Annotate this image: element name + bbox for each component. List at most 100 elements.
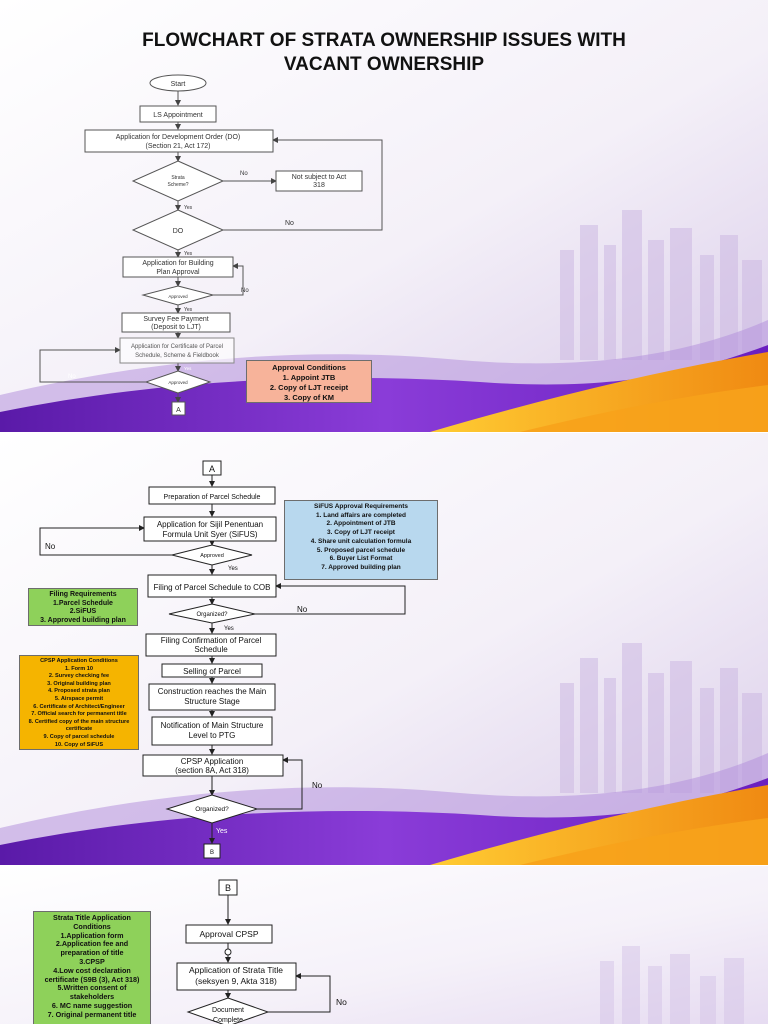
parcel-yes-label: Yes	[184, 366, 192, 371]
flowchart-part-3: B Approval CPSP Application of Strata Ti…	[176, 879, 347, 1024]
survey-fee-label-2: (Deposit to LJT)	[151, 324, 201, 331]
filing-requirement-item: 3. Approved building plan	[40, 616, 126, 624]
strata-condition-item: 5.Written consent of	[57, 983, 127, 993]
parcel-cert-label-2: Schedule, Scheme & Fieldbook	[135, 353, 220, 359]
filing-confirmation-label-2: Schedule	[194, 645, 228, 654]
approval-conditions-heading: Approval Conditions	[272, 363, 346, 372]
construction-label-2: Structure Stage	[184, 697, 240, 706]
parcel-no-label: No	[68, 374, 76, 380]
notification-label-2: Level to PTG	[189, 731, 236, 740]
bp-no-label: No	[241, 288, 249, 294]
sifus-requirements-box: SiFUS Approval Requirements 1. Land affa…	[284, 500, 438, 580]
filing-organized-decision	[168, 603, 256, 624]
sifus-no-label: No	[45, 542, 56, 551]
notification-box	[151, 716, 273, 746]
approval-condition-item: 1. Appoint JTB	[282, 373, 336, 382]
slide-2-background	[0, 433, 768, 865]
cpsp-application-label-1: CPSP Application	[181, 757, 244, 766]
construction-box	[148, 683, 276, 711]
cpsp-condition-item: 8. Certified copy of the main structure	[28, 718, 130, 725]
connector-a-label-2: A	[209, 464, 215, 474]
dev-order-label-1: Application for Development Order (DO)	[116, 134, 241, 141]
connector-a-box-2	[202, 460, 222, 476]
bp-yes-label: Yes	[184, 307, 193, 313]
filing-cob-label: Filing of Parcel Schedule to COB	[154, 583, 271, 592]
building-plan-label-2: Plan Approval	[156, 269, 200, 276]
connector-a-label: A	[176, 407, 181, 414]
cpsp-condition-item: 10. Copy of SiFUS	[54, 741, 104, 748]
cpsp-conditions-heading: CPSP Application Conditions	[40, 658, 118, 664]
approval-cpsp-box	[185, 924, 273, 944]
sifus-application-box	[143, 516, 277, 542]
sifus-yes-label: Yes	[228, 566, 238, 572]
connector-b-box-2	[218, 879, 238, 896]
connector-b-label: B	[210, 850, 214, 856]
sifus-requirement-item: 1. Land affairs are completed	[316, 511, 406, 519]
cpsp-application-box	[142, 754, 284, 777]
bp-approved-decision	[141, 285, 215, 306]
cpsp-condition-item: certificate	[65, 726, 93, 733]
filing-requirement-item: 2.SiFUS	[69, 608, 97, 616]
filing-requirements-heading: Filing Requirements	[49, 591, 117, 598]
strata-condition-item: 3.CPSP	[79, 956, 105, 966]
ls-appointment-box	[139, 105, 217, 123]
cpsp-condition-item: 2. Survey checking fee	[48, 673, 110, 680]
cpsp-condition-item: 6. Certificate of Architect/Engineer	[33, 703, 125, 710]
connector-b-box	[203, 843, 221, 859]
flowchart-part-1: Start LS Appointment Application for Dev…	[39, 74, 383, 416]
strata-conditions-box: Strata Title Application Conditions 1.Ap…	[33, 911, 151, 1024]
cpsp-application-label-2: (section 8A, Act 318)	[175, 766, 249, 775]
not-subject-label-2: 318	[313, 182, 325, 189]
strata-conditions-heading-1: Strata Title Application	[53, 913, 131, 922]
survey-fee-box	[121, 312, 231, 333]
cpsp-no-label: No	[312, 781, 323, 790]
filing-confirmation-box	[145, 633, 277, 657]
filing-organized-label: Organized?	[196, 612, 228, 618]
parcel-cert-box	[119, 337, 235, 364]
strata-title-label-1: Application of Strata Title	[189, 965, 283, 975]
strata-condition-item: 1.Application form	[60, 930, 124, 940]
strata-conditions-heading-2: Conditions	[73, 921, 111, 931]
strata-condition-item: 2.Application fee and	[55, 939, 129, 949]
slide-3: B Approval CPSP Application of Strata Ti…	[0, 866, 768, 1024]
construction-label-1: Construction reaches the Main	[158, 687, 267, 696]
dev-order-label-2: (Section 21, Act 172)	[146, 143, 211, 150]
approval-cpsp-label: Approval CPSP	[199, 929, 258, 939]
cpsp-yes-label: Yes	[216, 828, 228, 835]
parcel-approved-label: Approved	[168, 380, 188, 385]
do-decision	[131, 209, 225, 251]
bp-approved-label: Approved	[168, 294, 188, 299]
cpsp-conditions-box: CPSP Application Conditions 1. Form 10 2…	[19, 655, 139, 750]
notification-label-1: Notification of Main Structure	[161, 721, 264, 730]
filing-cob-box	[147, 574, 277, 598]
sifus-requirements-heading: SiFUS Approval Requirements	[313, 503, 409, 510]
cpsp-condition-item: 1. Form 10	[65, 665, 93, 672]
sifus-requirement-item: 6. Buyer List Format	[329, 555, 393, 563]
filing-yes-label: Yes	[224, 626, 234, 632]
connector-b-label-2: B	[225, 883, 231, 893]
page-title: FLOWCHART OF STRATA OWNERSHIP ISSUES WIT…	[0, 29, 768, 77]
strata-title-label-2: (seksyen 9, Akta 318)	[195, 976, 277, 986]
sifus-requirement-item: 7. Approved building plan	[321, 563, 401, 571]
sifus-approved-label: Approved	[200, 553, 224, 559]
connector-dot	[224, 948, 232, 956]
selling-parcel-label: Selling of Parcel	[183, 667, 241, 676]
cpsp-condition-item: 7. Official search for permanent title	[31, 711, 127, 718]
cpsp-organized-label: Organized?	[195, 806, 229, 813]
approval-condition-item: 2. Copy of LJT receipt	[269, 383, 349, 392]
approval-conditions-box: Approval Conditions 1. Appoint JTB 2. Co…	[246, 360, 372, 403]
do-yes-label: Yes	[184, 251, 193, 257]
strata-scheme-label-1: Strata	[171, 175, 185, 181]
start-label: Start	[171, 81, 186, 88]
cpsp-organized-decision	[165, 794, 259, 824]
strata-condition-item: stakeholders	[69, 992, 115, 1002]
do-no-label: No	[285, 220, 294, 227]
strata-condition-item: 6. MC name suggestion	[51, 1000, 133, 1010]
building-plan-label-1: Application for Building	[142, 260, 213, 267]
cpsp-condition-item: 9. Copy of parcel schedule	[43, 733, 115, 740]
strata-scheme-decision	[131, 160, 225, 202]
start-terminal	[149, 74, 207, 92]
strata-no-label: No	[240, 171, 248, 177]
approval-condition-item: 3. Copy of KM	[284, 393, 334, 402]
filing-requirements-box: Filing Requirements 1.Parcel Schedule 2.…	[28, 588, 138, 626]
